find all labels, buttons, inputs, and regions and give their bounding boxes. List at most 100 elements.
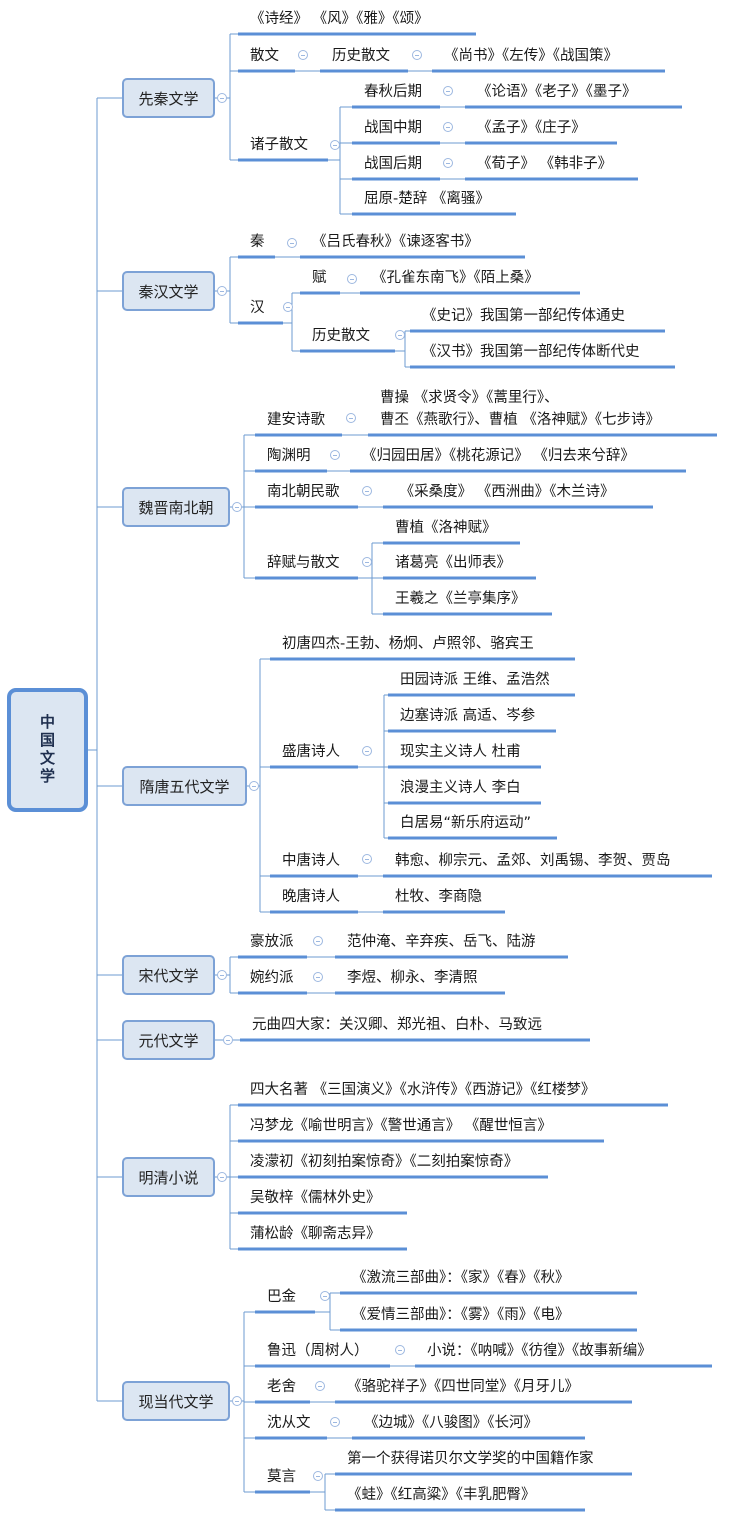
leaf-node[interactable]: 杜牧、李商隐	[395, 889, 482, 905]
topic-node[interactable]: 历史散文	[332, 48, 390, 64]
topic-node[interactable]: 春秋后期	[364, 84, 422, 100]
leaf-node[interactable]: 《孔雀东南飞》《陌上桑》	[372, 270, 539, 286]
leaf-node[interactable]: 《孟子》《庄子》	[477, 120, 586, 136]
collapse-toggle-icon[interactable]	[395, 1345, 405, 1355]
leaf-node[interactable]: 韩愈、柳宗元、孟郊、刘禹锡、李贺、贾岛	[395, 853, 671, 869]
leaf-node[interactable]: 《激流三部曲》：《家》《春》《秋》	[352, 1270, 570, 1286]
leaf-node[interactable]: 《史记》我国第一部纪传体通史	[422, 308, 625, 324]
topic-node[interactable]: 汉	[250, 300, 265, 316]
collapse-toggle-icon[interactable]	[217, 1172, 227, 1182]
collapse-toggle-icon[interactable]	[362, 746, 372, 756]
leaf-node[interactable]: 边塞诗派 高适、岑参	[400, 708, 536, 724]
leaf-node[interactable]: 四大名著 《三国演义》《水浒传》《西游记》《红楼梦》	[250, 1082, 596, 1098]
leaf-node[interactable]: 李煜、柳永、李清照	[347, 970, 478, 986]
leaf-node[interactable]: 《边城》《八骏图》《长河》	[364, 1415, 538, 1431]
collapse-toggle-icon[interactable]	[313, 1471, 323, 1481]
topic-node[interactable]: 中唐诗人	[282, 853, 340, 869]
topic-node[interactable]: 战国后期	[364, 156, 422, 172]
collapse-toggle-icon[interactable]	[320, 1291, 330, 1301]
collapse-toggle-icon[interactable]	[362, 557, 372, 567]
collapse-toggle-icon[interactable]	[298, 50, 308, 60]
leaf-node[interactable]: 《吕氏春秋》《谏逐客书》	[312, 234, 479, 250]
collapse-toggle-icon[interactable]	[330, 140, 340, 150]
leaf-node[interactable]: 第一个获得诺贝尔文学奖的中国籍作家	[347, 1451, 594, 1467]
leaf-node[interactable]: 白居易“新乐府运动”	[400, 815, 532, 831]
branch-node[interactable]: 先秦文学	[122, 78, 215, 118]
leaf-node[interactable]: 曹植《洛神赋》	[395, 520, 497, 536]
topic-node[interactable]: 建安诗歌	[267, 412, 325, 428]
leaf-node[interactable]: 曹操 《求贤令》《蒿里行》、 曹丕《燕歌行》、曹植 《洛神赋》《七步诗》	[380, 390, 661, 428]
branch-node[interactable]: 隋唐五代文学	[122, 766, 247, 806]
collapse-toggle-icon[interactable]	[313, 972, 323, 982]
topic-node[interactable]: 巴金	[267, 1289, 296, 1305]
leaf-node[interactable]: 《归园田居》《桃花源记》 《归去来兮辞》	[362, 448, 635, 464]
leaf-node[interactable]: 《采桑度》 《西洲曲》《木兰诗》	[395, 484, 615, 500]
collapse-toggle-icon[interactable]	[347, 274, 357, 284]
topic-node[interactable]: 历史散文	[312, 328, 370, 344]
branch-node[interactable]: 魏晋南北朝	[122, 487, 230, 527]
collapse-toggle-icon[interactable]	[362, 486, 372, 496]
leaf-node[interactable]: 《骆驼祥子》《四世同堂》《月牙儿》	[347, 1379, 579, 1395]
collapse-toggle-icon[interactable]	[217, 93, 227, 103]
collapse-toggle-icon[interactable]	[412, 50, 422, 60]
topic-node[interactable]: 莫言	[267, 1469, 296, 1485]
topic-node[interactable]: 豪放派	[250, 934, 294, 950]
leaf-node[interactable]: 《爱情三部曲》：《雾》《雨》《电》	[352, 1307, 570, 1323]
branch-node[interactable]: 秦汉文学	[122, 271, 215, 311]
leaf-node[interactable]: 浪漫主义诗人 李白	[400, 780, 521, 796]
collapse-toggle-icon[interactable]	[217, 970, 227, 980]
collapse-toggle-icon[interactable]	[330, 450, 340, 460]
leaf-node[interactable]: 元曲四大家：关汉卿、郑光祖、白朴、马致远	[252, 1017, 542, 1033]
leaf-node[interactable]: 《汉书》我国第一部纪传体断代史	[422, 344, 640, 360]
root-node[interactable]: 中国文学	[7, 688, 88, 812]
topic-node[interactable]: 赋	[312, 270, 327, 286]
collapse-toggle-icon[interactable]	[287, 238, 297, 248]
topic-node[interactable]: 南北朝民歌	[267, 484, 340, 500]
leaf-node[interactable]: 初唐四杰-王勃、杨炯、卢照邻、骆宾王	[282, 636, 534, 652]
topic-node[interactable]: 鲁迅（周树人）	[267, 1343, 369, 1359]
collapse-toggle-icon[interactable]	[346, 413, 356, 423]
leaf-node[interactable]: 吴敬梓《儒林外史》	[250, 1190, 381, 1206]
topic-node[interactable]: 诸子散文	[250, 137, 308, 153]
collapse-toggle-icon[interactable]	[443, 86, 453, 96]
collapse-toggle-icon[interactable]	[330, 1417, 340, 1427]
collapse-toggle-icon[interactable]	[283, 302, 293, 312]
topic-node[interactable]: 婉约派	[250, 970, 294, 986]
collapse-toggle-icon[interactable]	[217, 286, 227, 296]
collapse-toggle-icon[interactable]	[232, 502, 242, 512]
leaf-node[interactable]: 冯梦龙《喻世明言》《警世通言》 《醒世恒言》	[250, 1118, 552, 1134]
collapse-toggle-icon[interactable]	[443, 122, 453, 132]
branch-node[interactable]: 宋代文学	[122, 955, 215, 995]
leaf-node[interactable]: 蒲松龄《聊斋志异》	[250, 1226, 381, 1242]
collapse-toggle-icon[interactable]	[443, 158, 453, 168]
leaf-node[interactable]: 《尚书》《左传》《战国策》	[444, 48, 618, 64]
leaf-node[interactable]: 王羲之《兰亭集序》	[395, 591, 526, 607]
topic-node[interactable]: 沈从文	[267, 1415, 311, 1431]
leaf-node[interactable]: 田园诗派 王维、孟浩然	[400, 672, 550, 688]
collapse-toggle-icon[interactable]	[249, 781, 259, 791]
branch-node[interactable]: 现当代文学	[122, 1381, 230, 1421]
leaf-node[interactable]: 《蛙》《红高粱》《丰乳肥臀》	[347, 1487, 536, 1503]
topic-node[interactable]: 老舍	[267, 1379, 296, 1395]
collapse-toggle-icon[interactable]	[315, 1381, 325, 1391]
leaf-node[interactable]: 诸葛亮《出师表》	[395, 555, 511, 571]
topic-node[interactable]: 战国中期	[364, 120, 422, 136]
collapse-toggle-icon[interactable]	[313, 936, 323, 946]
leaf-node[interactable]: 现实主义诗人 杜甫	[400, 744, 521, 760]
collapse-toggle-icon[interactable]	[395, 330, 405, 340]
branch-node[interactable]: 元代文学	[122, 1020, 215, 1060]
branch-node[interactable]: 明清小说	[122, 1157, 215, 1197]
leaf-node[interactable]: 小说：《呐喊》《彷徨》《故事新编》	[427, 1343, 652, 1359]
topic-node[interactable]: 盛唐诗人	[282, 744, 340, 760]
topic-node[interactable]: 辞赋与散文	[267, 555, 340, 571]
leaf-node[interactable]: 《诗经》 《风》《雅》《颂》	[250, 11, 429, 27]
collapse-toggle-icon[interactable]	[223, 1035, 233, 1045]
leaf-node[interactable]: 凌濛初《初刻拍案惊奇》《二刻拍案惊奇》	[250, 1154, 519, 1170]
leaf-node[interactable]: 《荀子》 《韩非子》	[477, 156, 613, 172]
topic-node[interactable]: 晚唐诗人	[282, 889, 340, 905]
collapse-toggle-icon[interactable]	[232, 1396, 242, 1406]
topic-node[interactable]: 散文	[250, 48, 279, 64]
topic-node[interactable]: 秦	[250, 234, 265, 250]
collapse-toggle-icon[interactable]	[362, 854, 372, 864]
leaf-node[interactable]: 范仲淹、辛弃疾、岳飞、陆游	[347, 934, 536, 950]
